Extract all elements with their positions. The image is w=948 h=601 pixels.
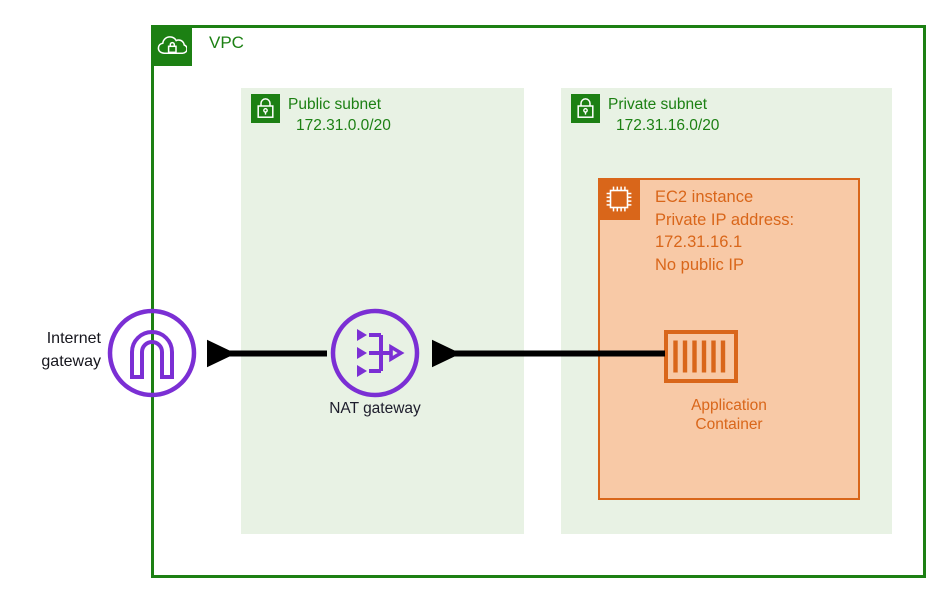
public-subnet-name: Public subnet bbox=[288, 96, 382, 113]
public-subnet-padlock-icon bbox=[251, 94, 280, 123]
ec2-instance-details: EC2 instance Private IP address: 172.31.… bbox=[655, 186, 794, 276]
ec2-chip-icon bbox=[598, 178, 640, 220]
vpc-cloud-lock-icon bbox=[151, 25, 192, 66]
application-container-label-line1: Application bbox=[691, 397, 767, 414]
internet-gateway-label: Internet gateway bbox=[0, 327, 101, 373]
ec2-line-private-ip-label: Private IP address: bbox=[655, 210, 795, 229]
internet-gateway-icon bbox=[106, 307, 198, 399]
application-container-label: Application Container bbox=[598, 396, 860, 434]
private-subnet-cidr: 172.31.16.0/20 bbox=[616, 117, 720, 134]
vpc-boundary bbox=[151, 25, 926, 578]
public-subnet-label-group: Public subnet 172.31.0.0/20 bbox=[288, 94, 391, 136]
public-subnet-cidr: 172.31.0.0/20 bbox=[296, 117, 391, 134]
vpc-label: VPC bbox=[209, 33, 244, 52]
private-subnet-padlock-icon bbox=[571, 94, 600, 123]
internet-gateway-label-line1: Internet bbox=[46, 330, 101, 347]
private-subnet-name: Private subnet bbox=[608, 96, 708, 113]
internet-gateway-label-line2: gateway bbox=[41, 353, 101, 370]
ec2-line-no-public-ip: No public IP bbox=[655, 255, 744, 274]
nat-gateway-icon bbox=[329, 307, 421, 399]
nat-gateway-label: NAT gateway bbox=[329, 400, 421, 417]
ec2-instance-box bbox=[598, 178, 860, 500]
private-subnet-label-group: Private subnet 172.31.16.0/20 bbox=[608, 94, 719, 136]
application-container-label-line2: Container bbox=[695, 416, 763, 433]
ec2-line-private-ip-value: 172.31.16.1 bbox=[655, 233, 743, 251]
application-container-icon bbox=[664, 330, 738, 383]
ec2-line-title: EC2 instance bbox=[655, 188, 754, 206]
